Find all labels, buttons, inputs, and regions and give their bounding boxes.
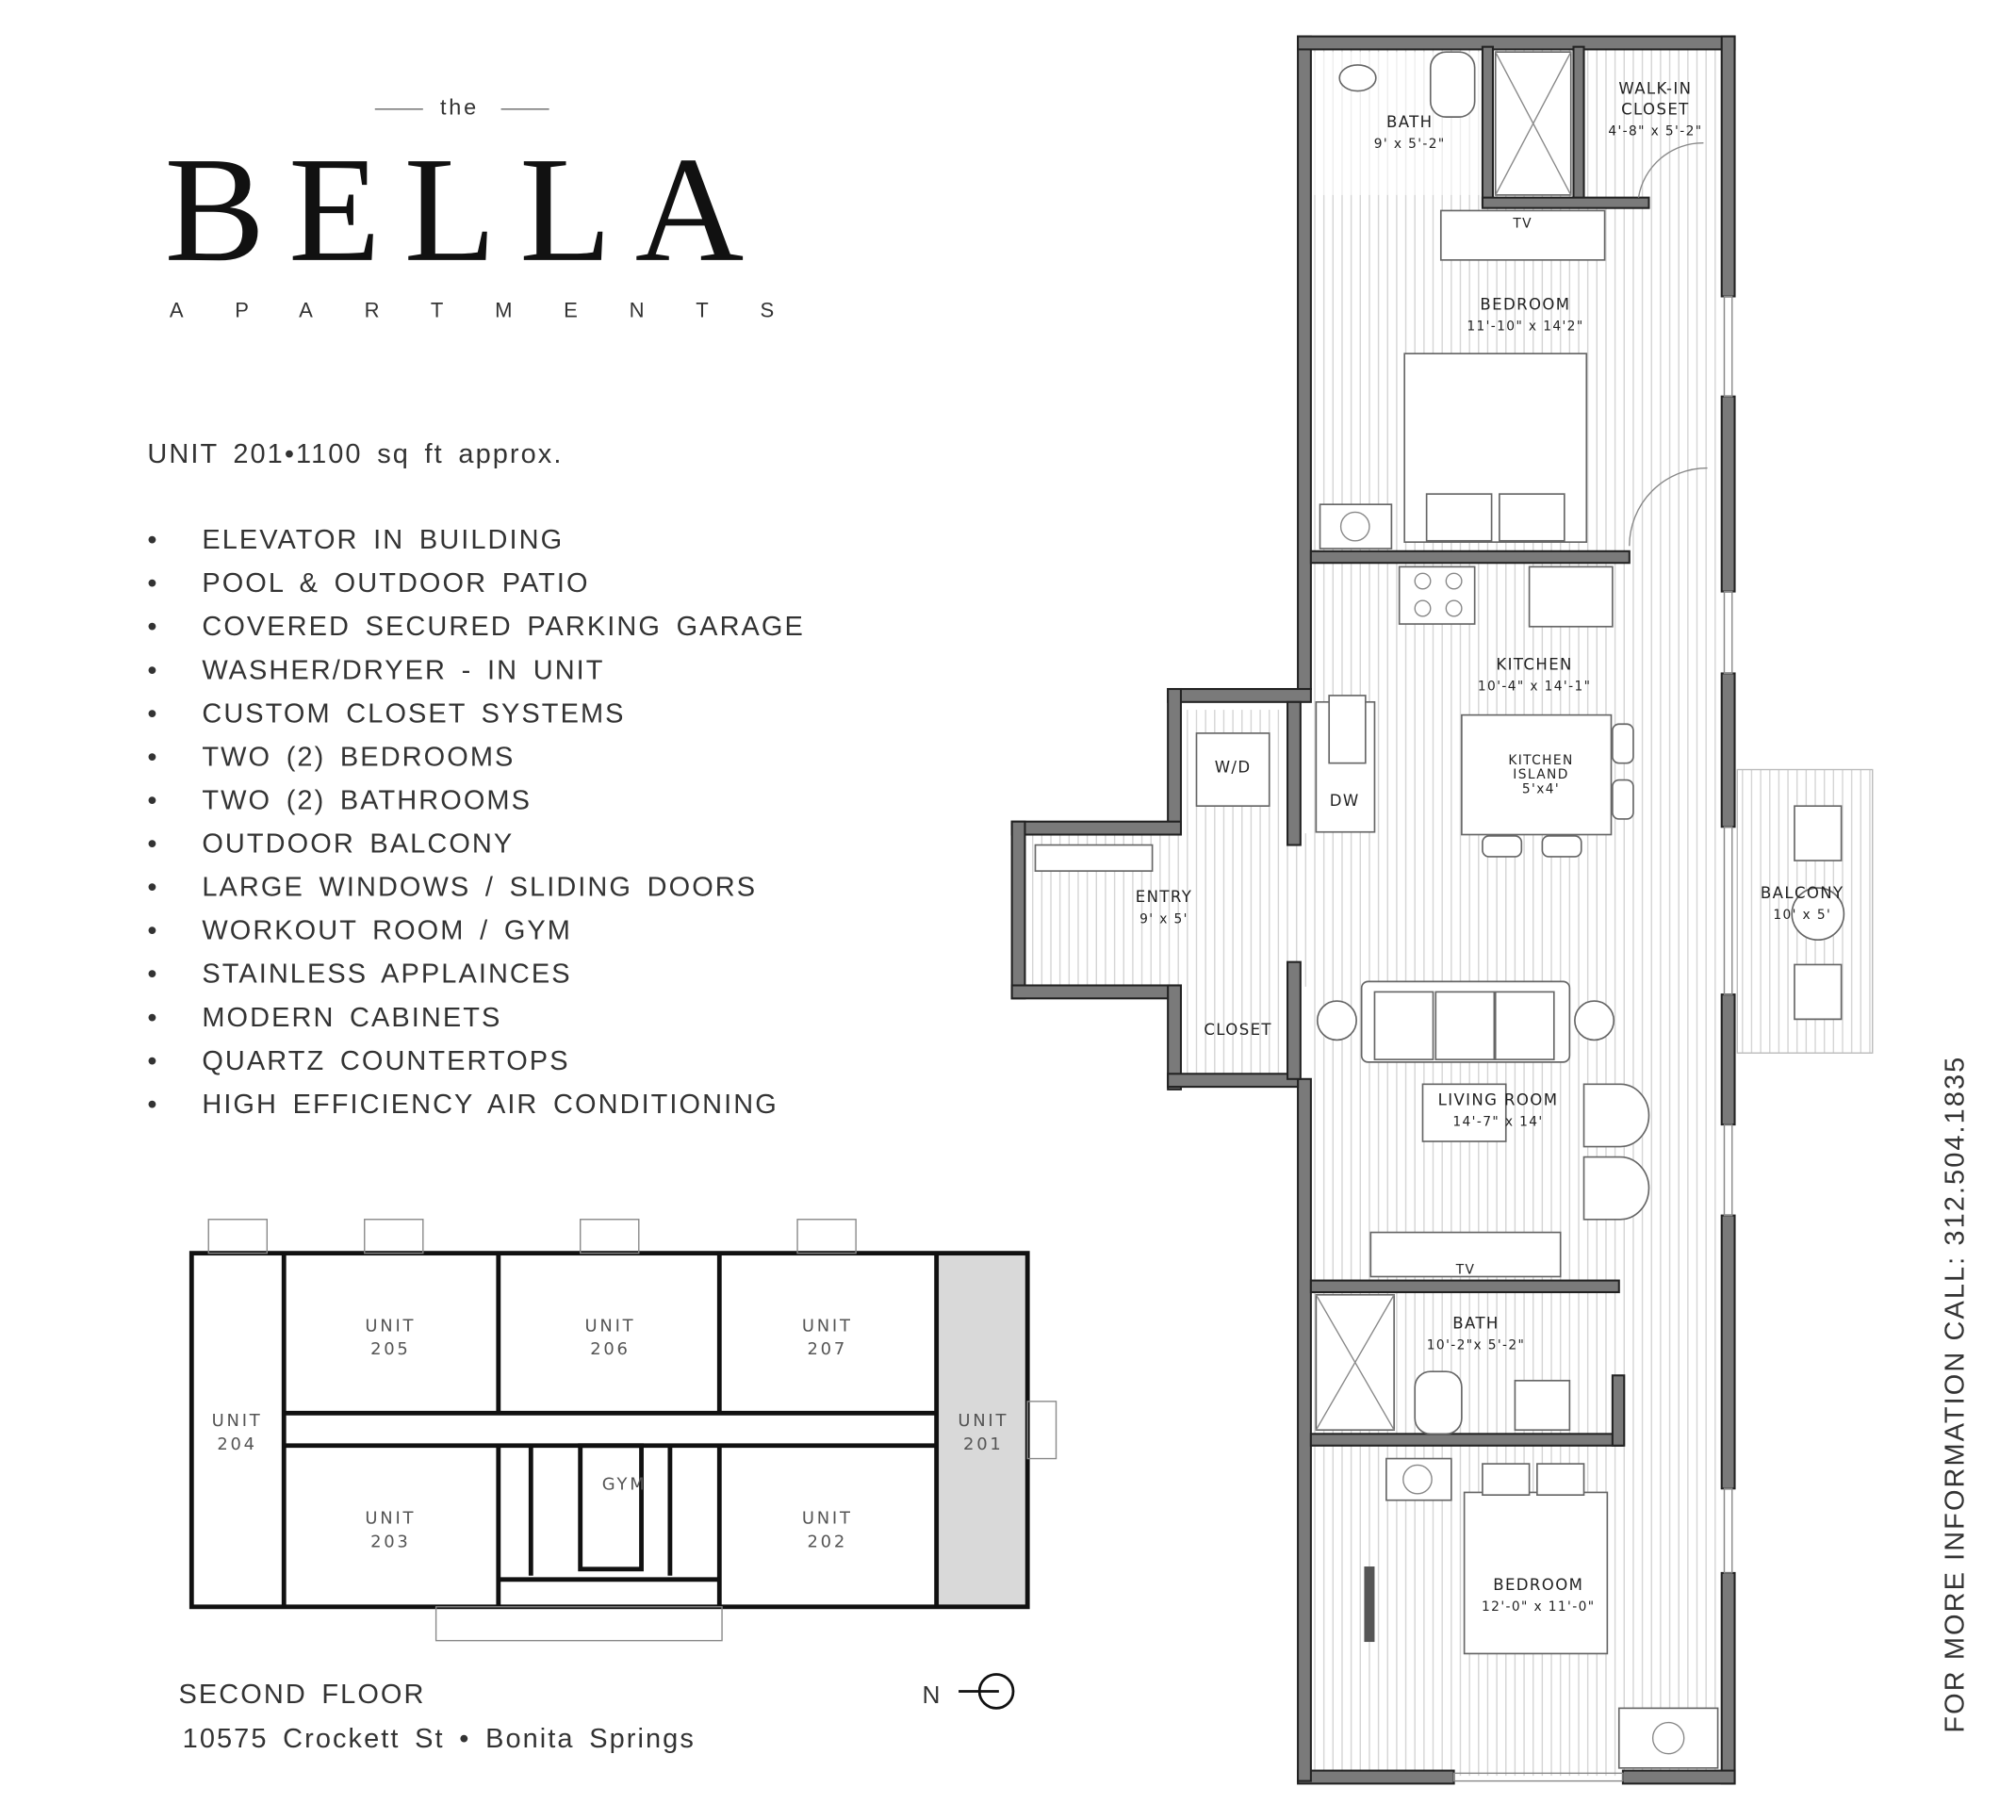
- logo-the: the: [440, 94, 479, 119]
- unit-204-number: 204: [217, 1435, 256, 1454]
- unit-202-number: 202: [808, 1532, 847, 1551]
- island-label: KITCHEN: [1508, 753, 1573, 768]
- entry-dim: 9' x 5': [1139, 911, 1188, 926]
- feature-bullet: •: [147, 568, 158, 598]
- kitchen-dim: 10'-4" x 14'-1": [1478, 679, 1591, 694]
- balcony-label: BALCONY: [1761, 884, 1844, 902]
- island-label-2: ISLAND: [1513, 767, 1568, 782]
- feature-item: POOL & OUTDOOR PATIO: [202, 568, 589, 598]
- unit-206-number: 206: [590, 1339, 630, 1359]
- bath1-dim: 9' x 5'-2": [1374, 137, 1446, 152]
- unit-201-highlight: [936, 1253, 1028, 1607]
- feature-bullet: •: [147, 655, 158, 685]
- address: 10575 Crockett St • Bonita Springs: [183, 1724, 696, 1754]
- north-arrow: N: [922, 1673, 1015, 1710]
- feature-bullet: •: [147, 916, 158, 946]
- feature-bullet: •: [147, 698, 158, 729]
- bedroom1-label: BEDROOM: [1480, 295, 1570, 313]
- feature-item: WORKOUT ROOM / GYM: [202, 916, 572, 946]
- feature-item: LARGE WINDOWS / SLIDING DOORS: [202, 873, 757, 903]
- feature-bullet: •: [147, 525, 158, 555]
- bath2-label: BATH: [1452, 1315, 1499, 1333]
- unit-205-number: 205: [370, 1339, 410, 1359]
- living-label: LIVING ROOM: [1438, 1090, 1559, 1108]
- unit-205-label: UNIT: [365, 1316, 416, 1336]
- feature-item: ELEVATOR IN BUILDING: [202, 525, 564, 555]
- unit-201-label: UNIT: [958, 1411, 1008, 1431]
- feature-item: CUSTOM CLOSET SYSTEMS: [202, 698, 625, 729]
- feature-item: TWO (2) BATHROOMS: [202, 785, 532, 815]
- feature-bullet: •: [147, 612, 158, 642]
- gym-label: GYM: [602, 1475, 647, 1495]
- bedroom1-dim: 11'-10" x 14'2": [1467, 319, 1583, 334]
- wd-label: W/D: [1215, 758, 1252, 776]
- unit-202-label: UNIT: [802, 1509, 853, 1529]
- feature-item: TWO (2) BEDROOMS: [202, 742, 515, 772]
- feature-item: HIGH EFFICIENCY AIR CONDITIONING: [202, 1090, 778, 1120]
- entry-label: ENTRY: [1136, 888, 1192, 906]
- unit-203-label: UNIT: [365, 1509, 416, 1529]
- unit-207-number: 207: [808, 1339, 847, 1359]
- feature-bullet: •: [147, 959, 158, 990]
- unit-floor-plan: BATH 9' x 5'-2" WALK-IN CLOSET 4'-8" x 5…: [1010, 35, 1874, 1785]
- unit-info: UNIT 201•1100 sq ft approx.: [147, 439, 563, 469]
- north-label: N: [922, 1681, 940, 1709]
- feature-bullet: •: [147, 1046, 158, 1076]
- feature-bullet: •: [147, 785, 158, 815]
- bath1-label: BATH: [1386, 113, 1433, 131]
- bedroom2-label: BEDROOM: [1493, 1576, 1583, 1594]
- feature-bullet: •: [147, 742, 158, 772]
- feature-bullet: •: [147, 873, 158, 903]
- tv2-label: TV: [1455, 1263, 1476, 1278]
- unit-201-number: 201: [963, 1435, 1003, 1454]
- closet-label: CLOSET: [1204, 1021, 1272, 1039]
- feature-item: COVERED SECURED PARKING GARAGE: [202, 612, 805, 642]
- second-floor-key-plan: UNIT 204 UNIT 205 UNIT 206 UNIT 207 UNIT…: [188, 1219, 1057, 1642]
- logo-apartments: APARTMENTS: [170, 299, 774, 322]
- bedroom2-dim: 12'-0" x 11'-0": [1482, 1599, 1595, 1615]
- feature-bullet: •: [147, 829, 158, 860]
- balcony-dim: 10' x 5': [1773, 908, 1831, 923]
- feature-bullet: •: [147, 1090, 158, 1120]
- logo: the BELLA APARTMENTS: [165, 94, 775, 321]
- compass-icon: [977, 1673, 1015, 1710]
- unit-204-label: UNIT: [212, 1411, 263, 1431]
- dw-label: DW: [1330, 792, 1360, 810]
- unit-206-label: UNIT: [585, 1316, 636, 1336]
- feature-item: STAINLESS APPLAINCES: [202, 959, 571, 990]
- living-dim: 14'-7" x 14': [1452, 1114, 1543, 1129]
- kitchen-label: KITCHEN: [1496, 655, 1572, 673]
- feature-item: OUTDOOR BALCONY: [202, 829, 514, 860]
- feature-item: QUARTZ COUNTERTOPS: [202, 1046, 569, 1076]
- contact-info: FOR MORE INFORMATION CALL: 312.504.1835: [1940, 1056, 1970, 1733]
- feature-list: • ELEVATOR IN BUILDING • POOL & OUTDOOR PAT…: [147, 525, 805, 1120]
- walkin-label: WALK-IN: [1618, 79, 1692, 97]
- feature-item: WASHER/DRYER - IN UNIT: [202, 655, 604, 685]
- tv1-label: TV: [1512, 216, 1532, 231]
- floor-label: SECOND FLOOR: [179, 1680, 426, 1710]
- feature-bullet: •: [147, 1003, 158, 1033]
- feature-item: MODERN CABINETS: [202, 1003, 501, 1033]
- unit-203-number: 203: [370, 1532, 410, 1551]
- walkin-dim: 4'-8" x 5'-2": [1608, 123, 1702, 139]
- walkin-label-2: CLOSET: [1621, 100, 1690, 118]
- unit-207-label: UNIT: [802, 1316, 853, 1336]
- bath2-dim: 10'-2"x 5'-2": [1427, 1338, 1526, 1353]
- logo-bella: BELLA: [165, 125, 768, 293]
- island-dim: 5'x4': [1522, 781, 1560, 796]
